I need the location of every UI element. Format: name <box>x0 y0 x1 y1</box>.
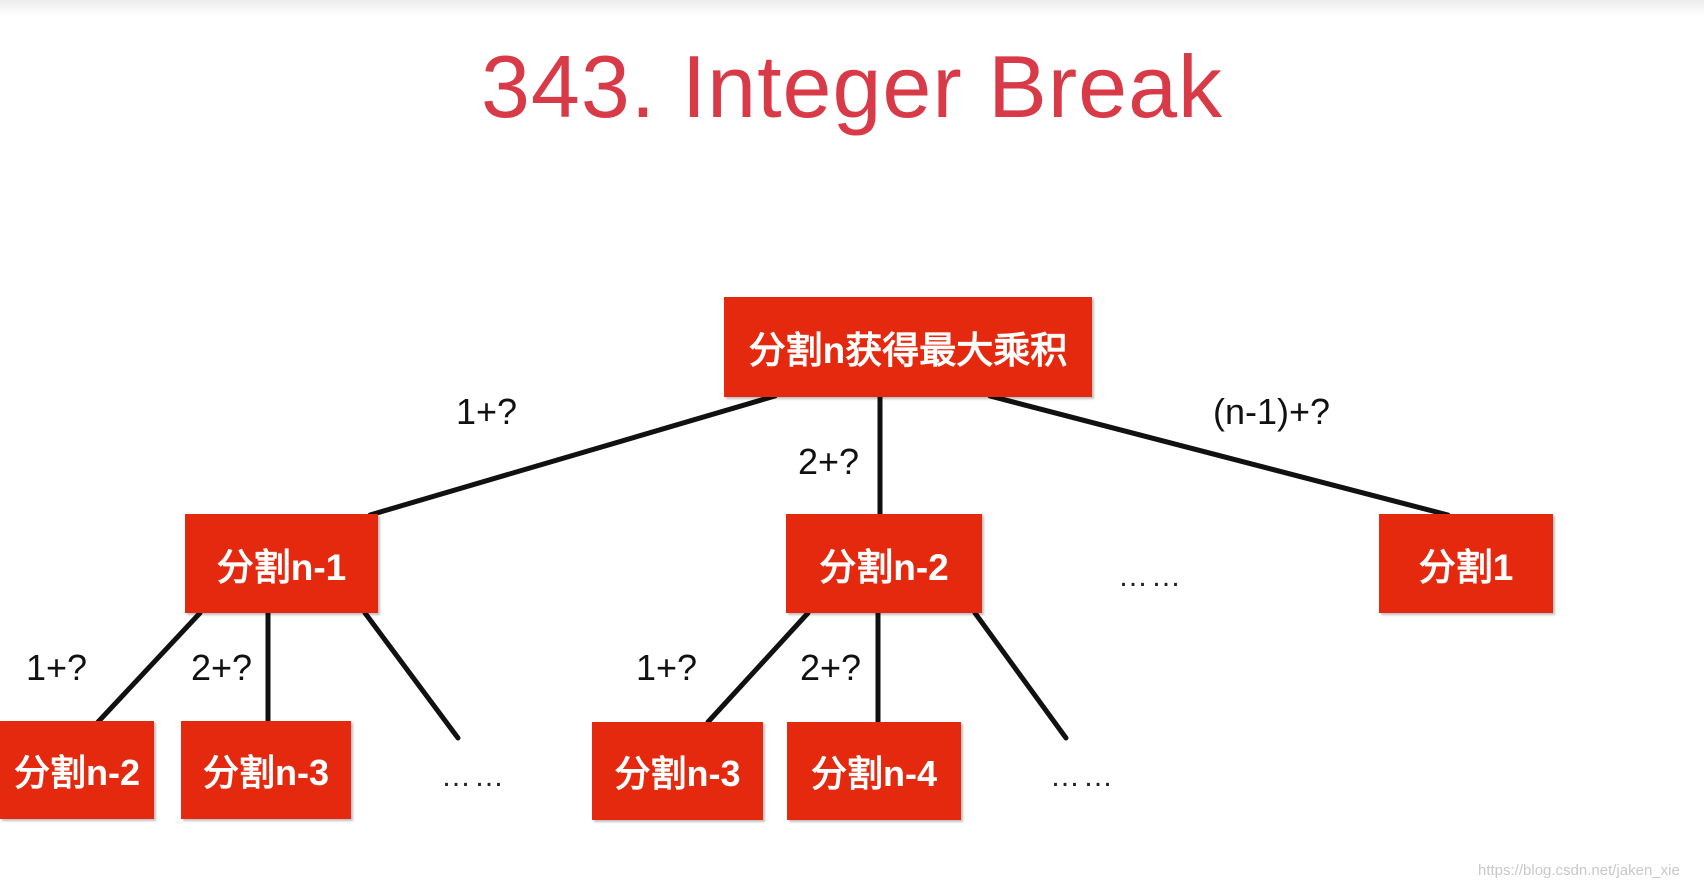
edge-mid-c <box>705 610 811 725</box>
edge-root-right <box>987 393 1451 518</box>
edge-label-root-left: 1+? <box>456 391 518 432</box>
node-split-n-minus-2: 分割n-2 <box>786 514 982 613</box>
node-split-1: 分割1 <box>1379 514 1553 613</box>
node-label: 分割n-3 <box>202 752 329 793</box>
node-split-n-minus-4-child: 分割n-4 <box>787 722 961 820</box>
edge-label-mid-d: 2+? <box>800 647 862 688</box>
edge-label-root-right: (n-1)+? <box>1213 391 1331 432</box>
edge-left-a <box>95 610 203 725</box>
node-label: 分割n-4 <box>810 753 937 794</box>
node-label: 分割n-2 <box>13 752 140 793</box>
edge-root-left <box>367 393 778 518</box>
root-node-label: 分割n获得最大乘积 <box>748 330 1068 371</box>
node-label: 分割n-2 <box>819 546 949 588</box>
edge-label-left-a: 1+? <box>26 647 88 688</box>
node-split-n-minus-2-child: 分割n-2 <box>0 721 154 819</box>
page-title: 343. Integer Break <box>480 37 1224 136</box>
root-node: 分割n获得最大乘积 <box>724 297 1092 397</box>
edge-label-left-b: 2+? <box>191 647 253 688</box>
node-split-n-minus-3-child-left: 分割n-3 <box>181 721 351 819</box>
edge-label-mid-c: 1+? <box>636 647 698 688</box>
node-label: 分割n-3 <box>614 753 741 794</box>
ellipsis-level1: …… <box>1118 560 1184 593</box>
edge-left-dots <box>362 610 461 741</box>
node-split-n-minus-1: 分割n-1 <box>185 514 378 613</box>
node-label: 分割n-1 <box>216 546 347 588</box>
edge-label-root-mid: 2+? <box>798 441 860 482</box>
ellipsis-left-children: …… <box>441 760 507 793</box>
watermark: https://blog.csdn.net/jaken_xie <box>1478 862 1680 879</box>
ellipsis-mid-children: …… <box>1050 760 1116 793</box>
edge-mid-dots <box>972 610 1069 741</box>
node-label: 分割1 <box>1418 546 1514 588</box>
top-shade <box>0 0 1704 16</box>
node-split-n-minus-3-child-mid: 分割n-3 <box>592 722 763 820</box>
